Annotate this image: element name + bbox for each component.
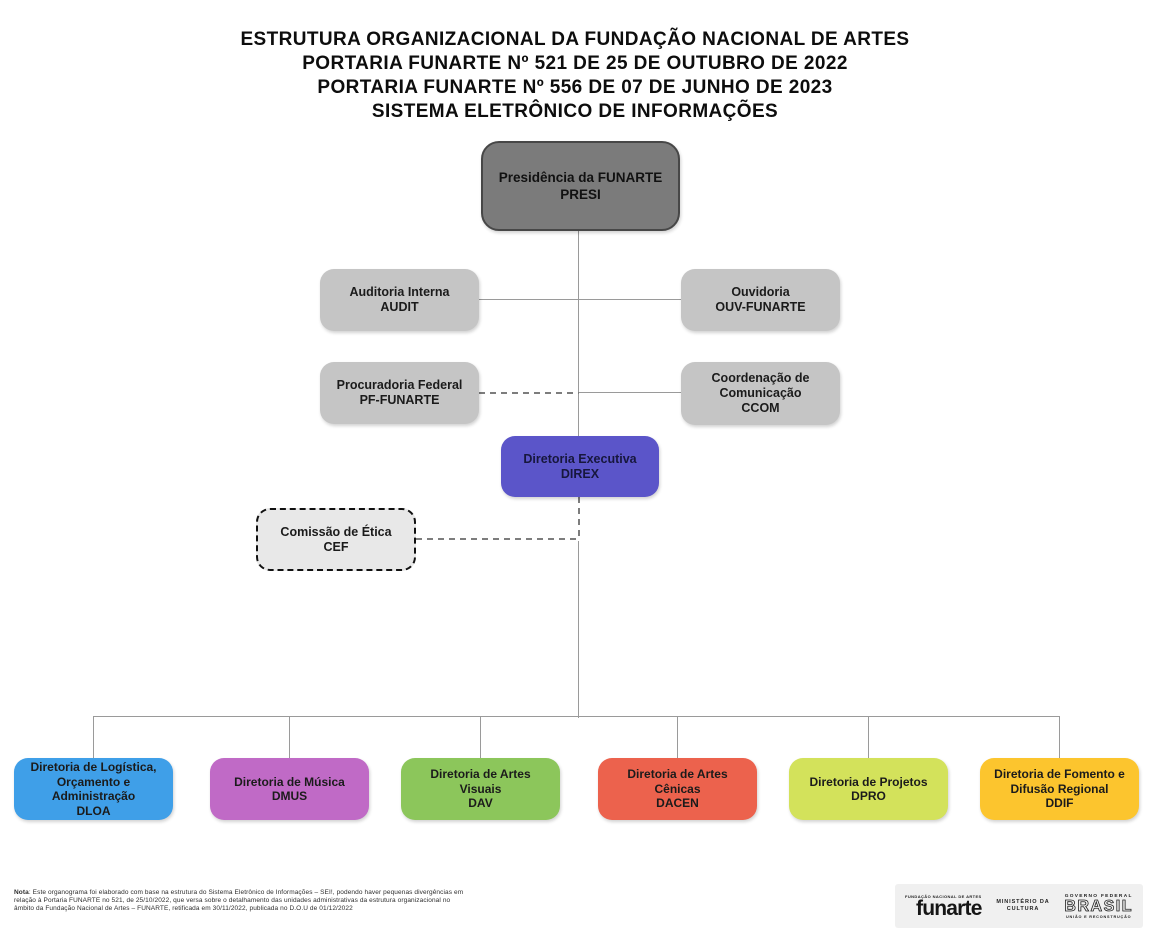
org-box-name: Presidência da FUNARTE	[498, 170, 663, 185]
org-box-presi: Presidência da FUNARTE PRESI	[481, 141, 680, 231]
org-box-name: Diretoria de Projetos	[809, 774, 928, 789]
funarte-logo-subtitle: FUNDAÇÃO NACIONAL DE ARTES	[905, 893, 982, 899]
org-box-dacen: Diretoria de Artes Cênicas DACEN	[598, 758, 757, 820]
ministerio-line-2: CULTURA	[1006, 906, 1040, 912]
funarte-logo: FUNDAÇÃO NACIONAL DE ARTES funarte	[905, 894, 982, 919]
connector-pf-dashed	[479, 392, 579, 394]
org-box-name: Diretoria de Fomento e Difusão Regional	[994, 767, 1125, 796]
connector-audit	[479, 299, 579, 300]
footer-note-text: : Este organograma foi elaborado com bas…	[28, 889, 464, 896]
footer-note-line-1: Nota: Este organograma foi elaborado com…	[14, 889, 463, 897]
org-box-ddif: Diretoria de Fomento e Difusão Regional …	[980, 758, 1139, 820]
org-box-code: DLOA	[76, 803, 111, 818]
org-box-code: DIREX	[560, 466, 600, 481]
org-box-name: Diretoria de Música	[234, 774, 345, 789]
footer-note-line-2: relação à Portaria FUNARTE no 521, de 25…	[14, 897, 451, 904]
connector-drop-ddif	[1059, 716, 1060, 758]
org-box-name: Procuradoria Federal	[336, 378, 463, 392]
governo-federal-brasil-logo: GOVERNO FEDERAL BRASIL UNIÃO E RECONSTRU…	[1064, 894, 1133, 919]
org-box-pf: Procuradoria Federal PF-FUNARTE	[320, 362, 479, 424]
org-box-name: Comissão de Ética	[280, 524, 392, 539]
footer-note: Nota: Este organograma foi elaborado com…	[14, 889, 463, 913]
org-box-code: PF-FUNARTE	[359, 393, 440, 407]
org-box-code: DAV	[468, 796, 493, 811]
org-box-code: CCOM	[741, 401, 780, 415]
connector-direx-rail	[578, 541, 579, 718]
org-box-code: OUV-FUNARTE	[715, 300, 806, 314]
org-box-name: Auditoria Interna	[349, 285, 450, 299]
connector-direx-down-dashed	[578, 497, 580, 541]
connector-drop-dmus	[289, 716, 290, 758]
org-box-name: Diretoria de Logística, Orçamento e Admi…	[30, 760, 157, 803]
org-box-name: Diretoria de Artes Cênicas	[627, 767, 728, 796]
org-box-dpro: Diretoria de Projetos DPRO	[789, 758, 948, 820]
org-box-code: DACEN	[656, 796, 699, 811]
logo-strip: FUNDAÇÃO NACIONAL DE ARTES funarte MINIS…	[895, 884, 1143, 928]
org-box-cef: Comissão de Ética CEF	[256, 508, 416, 571]
org-box-direx: Diretoria Executiva DIREX	[501, 436, 659, 497]
connector-ouv	[579, 299, 681, 300]
org-box-dloa: Diretoria de Logística, Orçamento e Admi…	[14, 758, 173, 820]
connector-drop-dloa	[93, 716, 94, 758]
connector-presi-direx	[578, 231, 579, 437]
org-box-name: Diretoria de Artes Visuais	[430, 767, 531, 796]
title-line-1: ESTRUTURA ORGANIZACIONAL DA FUNDAÇÃO NAC…	[240, 29, 910, 50]
org-box-dmus: Diretoria de Música DMUS	[210, 758, 369, 820]
org-box-dav: Diretoria de Artes Visuais DAV	[401, 758, 560, 820]
connector-ccom	[579, 392, 681, 393]
org-box-name: Coordenação de Comunicação	[711, 371, 810, 400]
governo-federal-label: GOVERNO FEDERAL	[1064, 893, 1133, 899]
ministerio-cultura-logo: MINISTÉRIO DA CULTURA	[996, 899, 1049, 913]
org-box-ccom: Coordenação de Comunicação CCOM	[681, 362, 840, 425]
uniao-reconstrucao-label: UNIÃO E RECONSTRUÇÃO	[1066, 914, 1132, 919]
title-line-4: SISTEMA ELETRÔNICO DE INFORMAÇÕES	[371, 101, 779, 122]
footer-note-label: Nota	[14, 889, 29, 896]
org-box-code: DPRO	[851, 789, 886, 803]
org-box-code: PRESI	[560, 187, 601, 202]
funarte-logo-wordmark: funarte	[916, 896, 982, 920]
ministerio-line-1: MINISTÉRIO DA	[996, 899, 1050, 905]
connector-drop-dacen	[677, 716, 678, 758]
connector-cef-dashed	[416, 538, 579, 540]
connector-bottom-rail	[93, 716, 1060, 717]
brasil-wordmark: BRASIL	[1064, 897, 1133, 915]
org-box-audit: Auditoria Interna AUDIT	[320, 269, 479, 331]
org-box-code: CEF	[323, 539, 349, 554]
footer-note-line-3: âmbito da Fundação Nacional de Artes – F…	[14, 905, 353, 912]
page-title: ESTRUTURA ORGANIZACIONAL DA FUNDAÇÃO NAC…	[0, 28, 1150, 124]
org-box-code: DMUS	[271, 789, 308, 803]
org-box-name: Diretoria Executiva	[523, 451, 637, 466]
org-box-code: AUDIT	[380, 300, 419, 314]
org-box-name: Ouvidoria	[731, 285, 790, 299]
org-box-ouv: Ouvidoria OUV-FUNARTE	[681, 269, 840, 331]
connector-drop-dav	[480, 716, 481, 758]
title-line-3: PORTARIA FUNARTE Nº 556 DE 07 DE JUNHO D…	[317, 77, 833, 98]
connector-drop-dpro	[868, 716, 869, 758]
org-box-code: DDIF	[1045, 796, 1074, 811]
title-line-2: PORTARIA FUNARTE Nº 521 DE 25 DE OUTUBRO…	[302, 53, 848, 74]
